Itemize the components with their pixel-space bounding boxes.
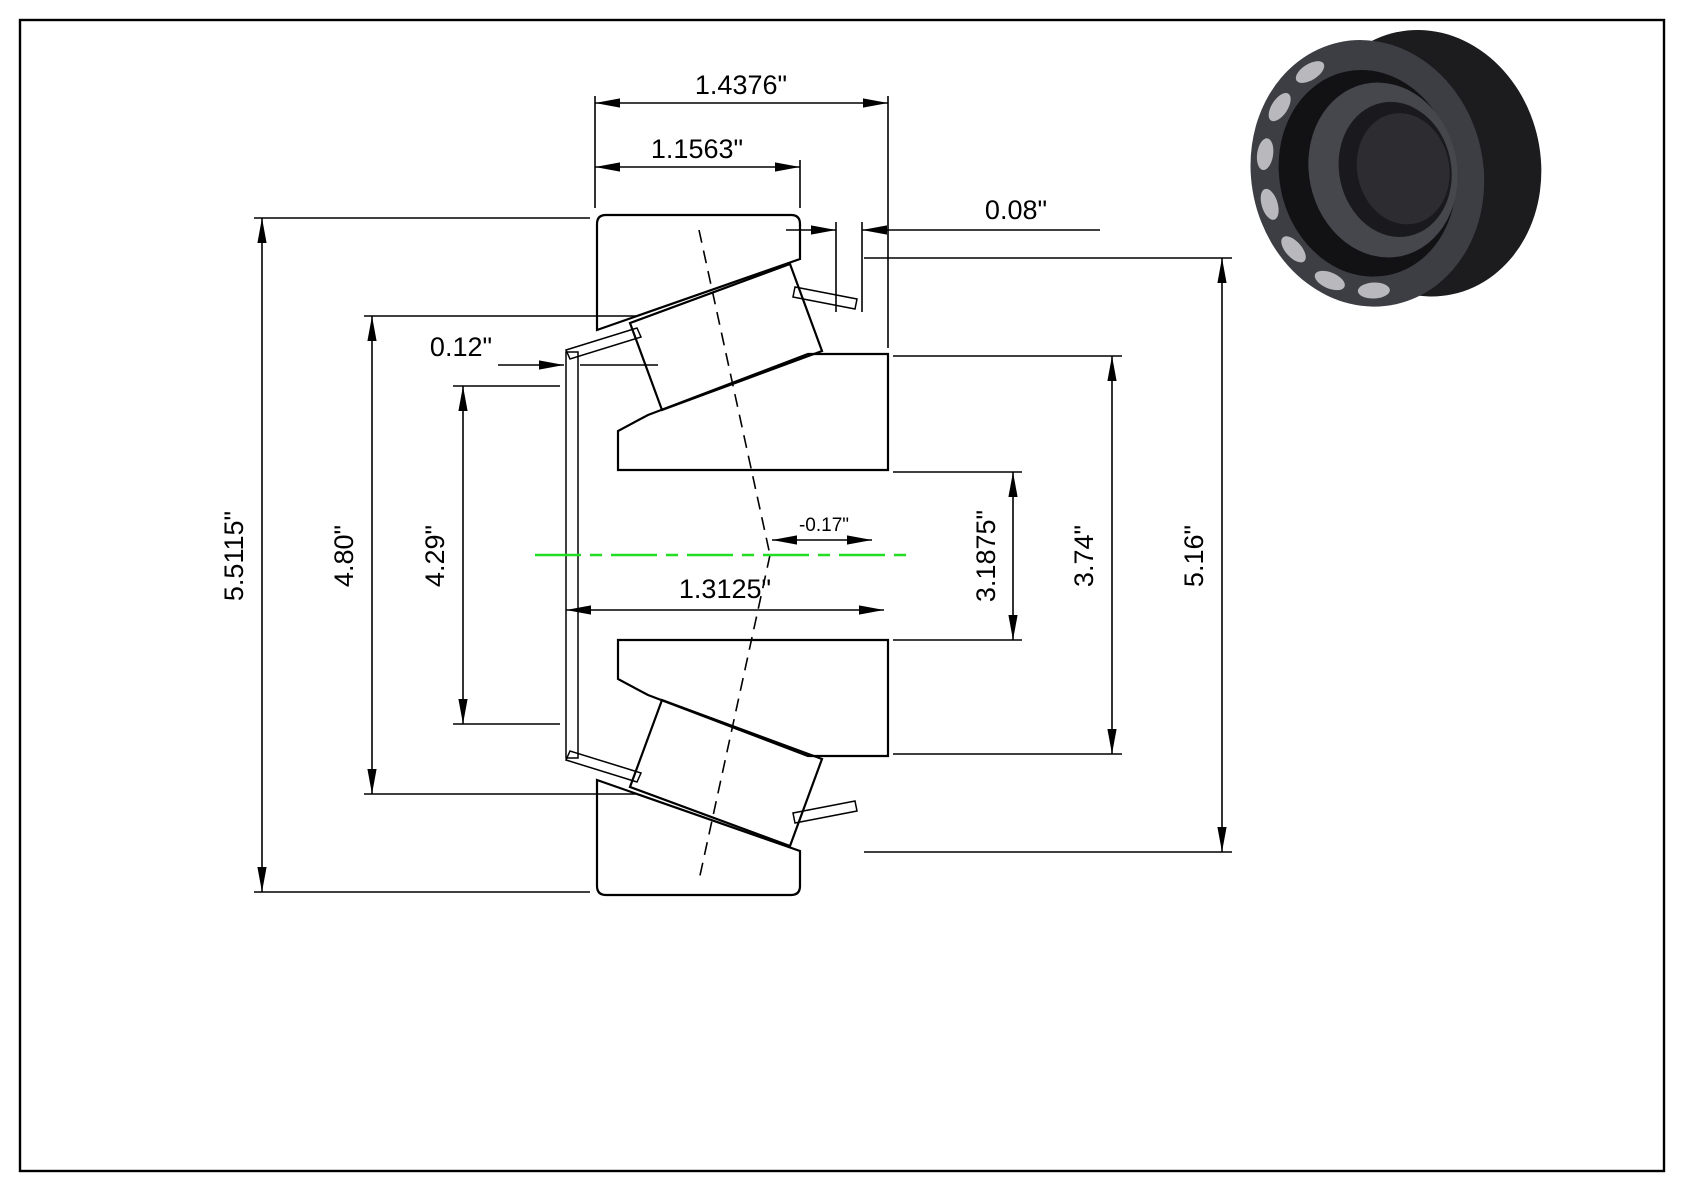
dim-cone-width: 1.3125" bbox=[566, 574, 884, 615]
drawing-frame bbox=[18, 18, 1666, 1173]
dim-label-effective-center: -0.17" bbox=[799, 515, 849, 536]
pressure-line-bottom bbox=[698, 554, 771, 881]
dim-front-lip-offset: 0.12" bbox=[430, 332, 658, 370]
bearing-3d-illustration bbox=[1250, 29, 1542, 307]
dim-effective-center: -0.17" bbox=[772, 515, 872, 545]
dim-cup-od: 5.16" bbox=[864, 257, 1232, 853]
cone-bottom-section bbox=[616, 638, 890, 758]
cage-sliver-bottom-right bbox=[792, 800, 858, 824]
dim-label-front-lip-offset: 0.12" bbox=[430, 332, 492, 362]
dim-inner-width: 1.1563" bbox=[595, 134, 801, 208]
roller-top bbox=[628, 262, 824, 412]
dim-label-outer-max-diameter: 5.5115" bbox=[219, 511, 249, 601]
dim-label-inner-width: 1.1563" bbox=[651, 134, 743, 164]
dim-label-overall-width: 1.4376" bbox=[695, 70, 787, 100]
dim-label-back-face-offset: 0.08" bbox=[985, 195, 1047, 225]
dim-label-4-29: 4.29" bbox=[420, 525, 450, 587]
dim-label-cone-width: 1.3125" bbox=[679, 574, 771, 604]
dim-3-1875: 3.1875" bbox=[893, 471, 1022, 641]
cage-sliver-bottom-left bbox=[564, 750, 643, 783]
dim-label-3-1875: 3.1875" bbox=[971, 510, 1001, 602]
dim-label-cup-od: 5.16" bbox=[1179, 525, 1209, 587]
dim-outer-max-diameter: 5.5115" bbox=[219, 217, 590, 893]
dim-3-74: 3.74" bbox=[893, 355, 1122, 755]
dim-label-4-80: 4.80" bbox=[329, 525, 359, 587]
dim-overall-width: 1.4376" bbox=[594, 70, 889, 348]
bearing-3d-rollers bbox=[1256, 61, 1390, 299]
cage-sliver-top-left bbox=[564, 327, 643, 360]
bearing-3d-bore-wall bbox=[1356, 113, 1450, 225]
cone-top-section bbox=[616, 352, 890, 472]
dim-back-face-offset: 0.08" bbox=[786, 195, 1100, 312]
dim-label-3-74: 3.74" bbox=[1069, 525, 1099, 587]
dim-4-29: 4.29" bbox=[420, 385, 560, 725]
cup-top-section bbox=[595, 213, 802, 332]
pressure-line-top bbox=[698, 229, 771, 556]
roller-bottom bbox=[628, 698, 824, 848]
cup-bottom-section bbox=[595, 778, 802, 897]
dim-4-80: 4.80" bbox=[329, 315, 636, 795]
